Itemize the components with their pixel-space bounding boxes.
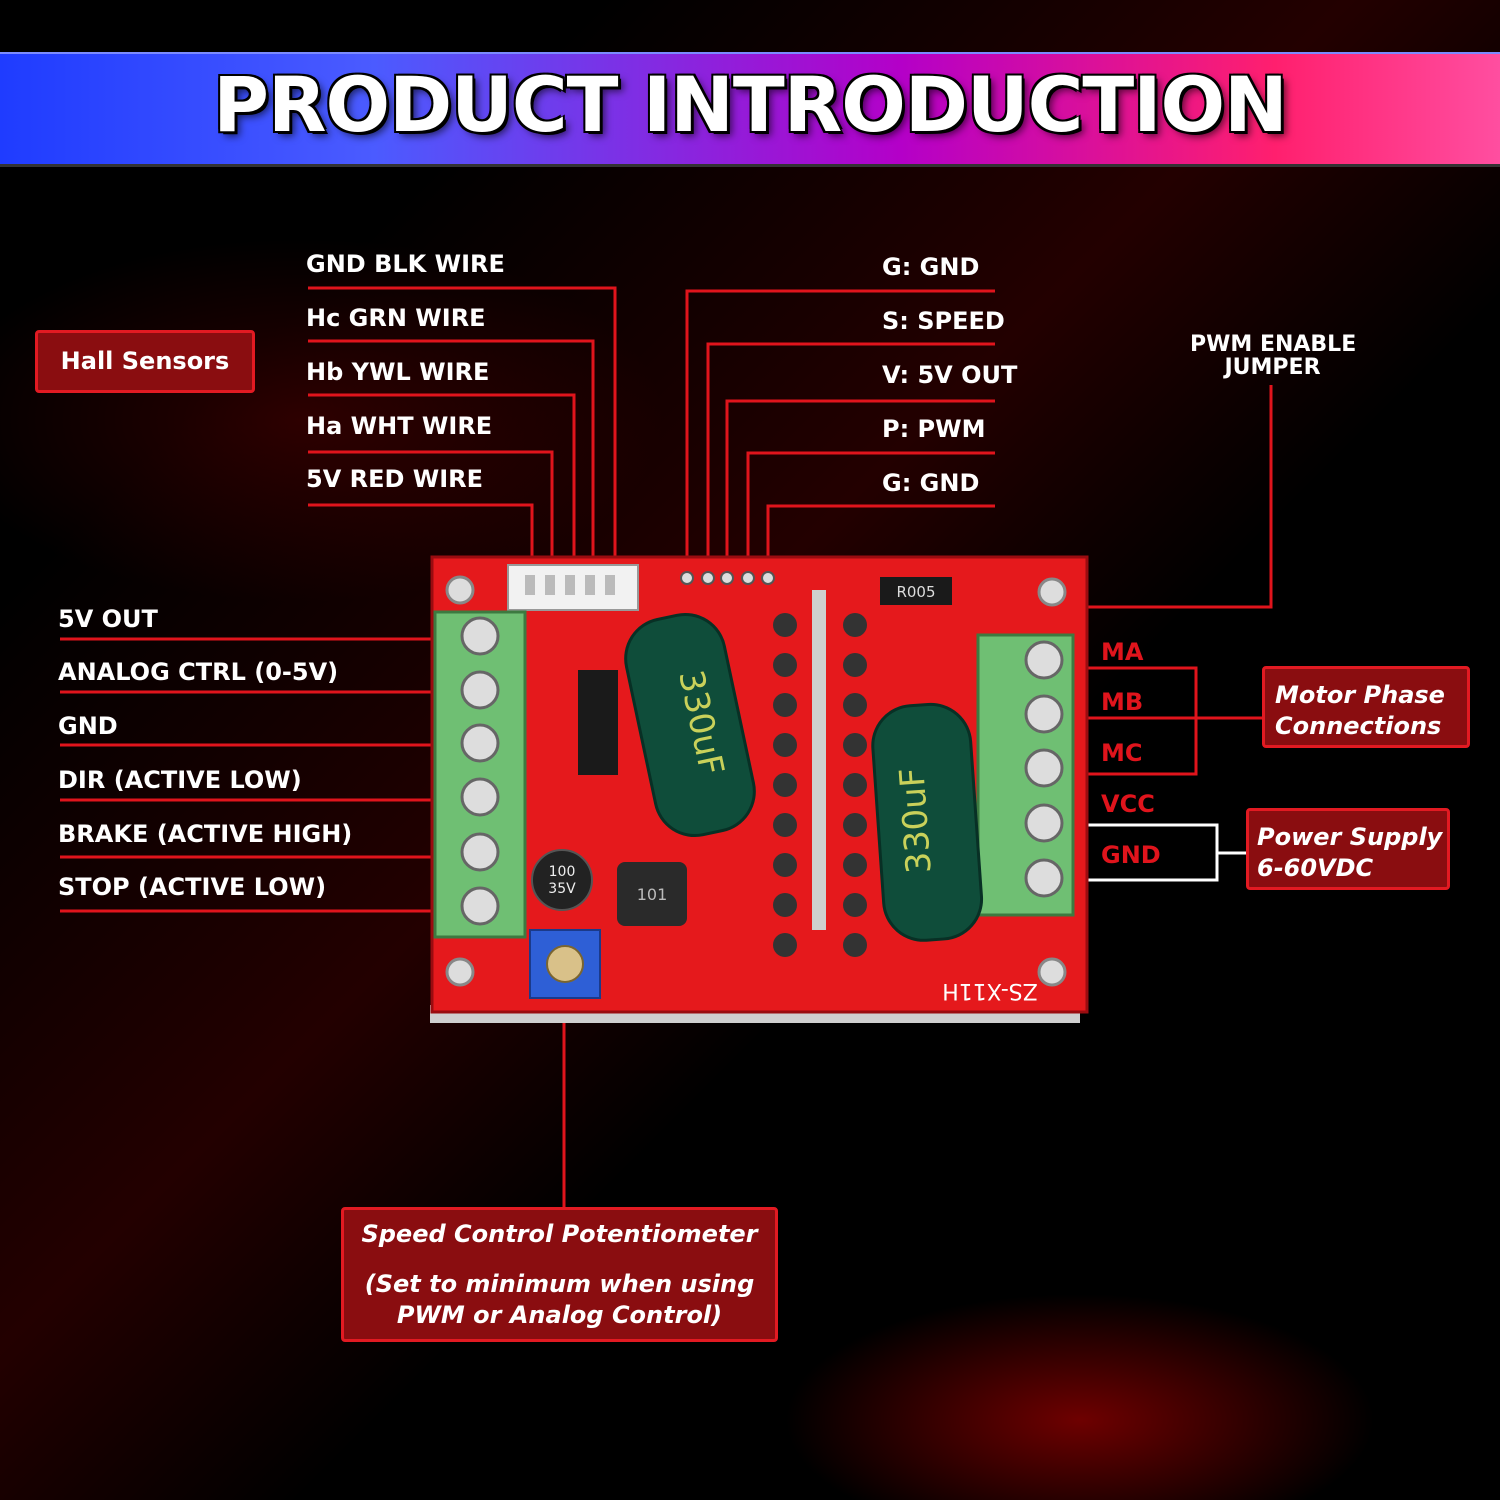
- model-label: ZS-X11H: [942, 978, 1038, 1003]
- speed-pot-line2: (Set to minimum when using: [364, 1270, 755, 1298]
- power-supply-line1: Power Supply: [1257, 823, 1443, 851]
- power-supply-box: Power Supply 6-60VDC: [1246, 808, 1450, 890]
- small-cap-voltage: 35V: [548, 881, 576, 897]
- terminal-analog-ctrl: ANALOG CTRL (0-5V): [58, 658, 339, 686]
- title-banner: [0, 52, 1500, 167]
- hall-wire-ha: Ha WHT WIRE: [306, 412, 493, 440]
- control-pin-speed: S: SPEED: [882, 307, 1005, 335]
- hall-wire-hb: Hb YWL WIRE: [306, 358, 490, 386]
- terminal-dir: DIR (ACTIVE LOW): [58, 766, 302, 794]
- terminal-stop: STOP (ACTIVE LOW): [58, 873, 327, 901]
- hall-sensors-box: Hall Sensors: [35, 330, 255, 393]
- control-pin-5v-out: V: 5V OUT: [882, 361, 1018, 389]
- terminal-5v-out: 5V OUT: [58, 605, 158, 633]
- terminal-gnd-power: GND: [1101, 841, 1161, 869]
- terminal-gnd: GND: [58, 712, 118, 740]
- speed-pot-line3: PWM or Analog Control): [396, 1301, 723, 1329]
- motor-phase-box: Motor Phase Connections: [1262, 666, 1470, 748]
- control-pin-gnd-1: G: GND: [882, 253, 980, 281]
- terminal-mb: MB: [1101, 688, 1144, 716]
- motor-phase-line2: Connections: [1275, 712, 1442, 740]
- terminal-ma: MA: [1101, 638, 1144, 666]
- control-pin-pwm: P: PWM: [882, 415, 986, 443]
- terminal-vcc: VCC: [1101, 790, 1155, 818]
- hall-wire-5v: 5V RED WIRE: [306, 465, 484, 493]
- hall-wire-gnd: GND BLK WIRE: [306, 250, 505, 278]
- speed-pot-box: Speed Control Potentiometer (Set to mini…: [341, 1207, 778, 1342]
- inductor-label: 101: [637, 885, 668, 904]
- terminal-brake: BRAKE (ACTIVE HIGH): [58, 820, 353, 848]
- hall-wire-hc: Hc GRN WIRE: [306, 304, 486, 332]
- speed-pot-line1: Speed Control Potentiometer: [361, 1220, 758, 1248]
- terminal-mc: MC: [1101, 739, 1143, 767]
- resistor-label: R005: [896, 583, 935, 601]
- page-title: PRODUCT INTRODUCTION: [213, 60, 1287, 149]
- hall-sensors-label: Hall Sensors: [60, 347, 230, 375]
- capacitor-label-2: 330uF: [892, 766, 939, 875]
- pwm-jumper-line2: JUMPER: [1224, 355, 1321, 380]
- small-cap-label: 100: [549, 864, 576, 880]
- pwm-jumper-line1: PWM ENABLE: [1190, 332, 1357, 357]
- power-supply-line2: 6-60VDC: [1257, 854, 1374, 882]
- motor-phase-line1: Motor Phase: [1275, 681, 1445, 709]
- control-pin-gnd-2: G: GND: [882, 469, 980, 497]
